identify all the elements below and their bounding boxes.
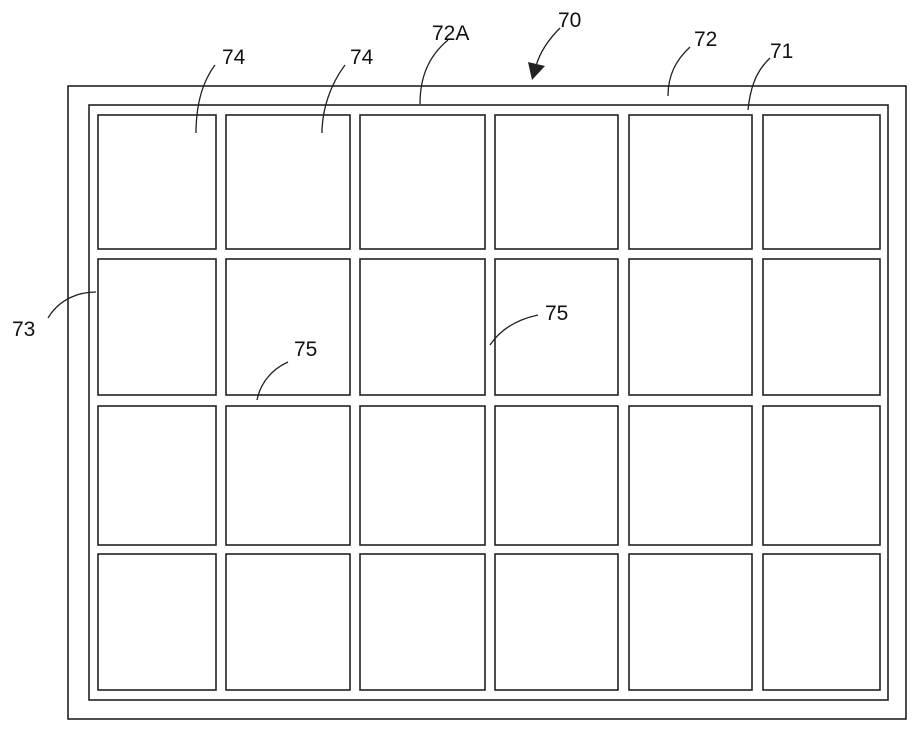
label-74-a: 74 — [222, 46, 246, 69]
grid-cell — [226, 554, 350, 690]
inner-frame — [89, 105, 888, 700]
leader-74-a — [196, 65, 215, 133]
grid-cell — [98, 406, 216, 545]
label-70: 70 — [558, 9, 581, 32]
grid-cell — [226, 406, 350, 545]
grid-cell — [360, 259, 485, 395]
label-72: 72 — [694, 28, 717, 51]
grid-cell — [629, 259, 752, 395]
label-75-right: 75 — [545, 302, 568, 325]
leader-71 — [748, 58, 770, 110]
leader-70 — [536, 28, 560, 66]
grid-cell — [495, 554, 618, 690]
grid-cell — [629, 406, 752, 545]
grid-cell — [763, 115, 880, 249]
label-72A: 72A — [432, 22, 469, 45]
grid-cell — [360, 554, 485, 690]
grid-cell — [763, 259, 880, 395]
outer-frame — [68, 86, 906, 719]
grid-cell — [226, 115, 350, 249]
grid-cell — [495, 406, 618, 545]
grid-cell — [763, 554, 880, 690]
label-73: 73 — [12, 318, 35, 341]
grid-cell — [495, 259, 618, 395]
label-75-left: 75 — [294, 338, 317, 361]
leader-74-b — [322, 65, 345, 133]
grid-cell — [360, 115, 485, 249]
leader-72A — [420, 40, 448, 104]
cell-grid — [98, 115, 880, 690]
grid-cell — [763, 406, 880, 545]
grid-cell — [629, 115, 752, 249]
leader-72 — [668, 47, 690, 96]
grid-cell — [360, 406, 485, 545]
grid-cell — [98, 554, 216, 690]
grid-cell — [98, 259, 216, 395]
grid-cell — [495, 115, 618, 249]
arrow-head-70 — [528, 62, 545, 80]
grid-cell — [98, 115, 216, 249]
label-74-b: 74 — [350, 46, 374, 69]
grid-cell — [629, 554, 752, 690]
leader-75-right — [490, 315, 538, 345]
grid-cell — [226, 259, 350, 395]
label-71: 71 — [770, 40, 793, 63]
